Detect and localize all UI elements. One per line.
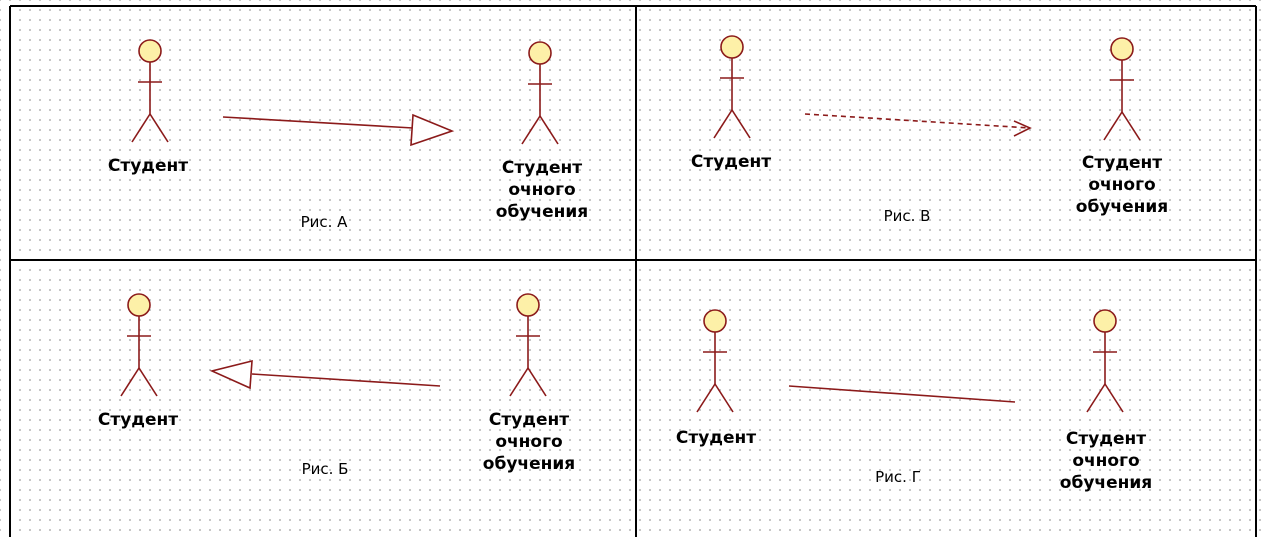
actor-label-student-a: Студент xyxy=(107,156,189,176)
actor-fulltime-student-a[interactable] xyxy=(520,40,560,146)
dependency-arrow-v[interactable] xyxy=(804,113,1032,137)
actor-label-fulltime-student-b: Студент очного обучения xyxy=(482,410,576,474)
actor-student-a[interactable] xyxy=(130,38,170,144)
actor-label-student-b: Студент xyxy=(97,410,179,430)
actor-student-g[interactable] xyxy=(695,308,735,414)
generalization-arrow-a[interactable] xyxy=(222,113,455,147)
generalization-arrow-b[interactable] xyxy=(209,359,441,390)
actor-label-fulltime-student-a: Студент очного обучения xyxy=(495,158,589,222)
caption-v: Рис. В xyxy=(883,207,931,225)
actor-fulltime-student-b[interactable] xyxy=(508,292,548,398)
actor-student-v[interactable] xyxy=(712,34,752,140)
panel-frame xyxy=(9,5,1257,537)
caption-b: Рис. Б xyxy=(301,460,349,478)
caption-g: Рис. Г xyxy=(875,468,921,486)
actor-student-b[interactable] xyxy=(119,292,159,398)
association-line-g[interactable] xyxy=(788,385,1016,403)
actor-label-fulltime-student-g: Студент очного обучения xyxy=(1059,429,1153,493)
actor-fulltime-student-g[interactable] xyxy=(1085,308,1125,414)
actor-label-student-v: Студент xyxy=(690,152,772,172)
caption-a: Рис. А xyxy=(300,213,348,231)
actor-label-fulltime-student-v: Студент очного обучения xyxy=(1075,153,1169,217)
actor-label-student-g: Студент xyxy=(675,428,757,448)
actor-fulltime-student-v[interactable] xyxy=(1102,36,1142,142)
